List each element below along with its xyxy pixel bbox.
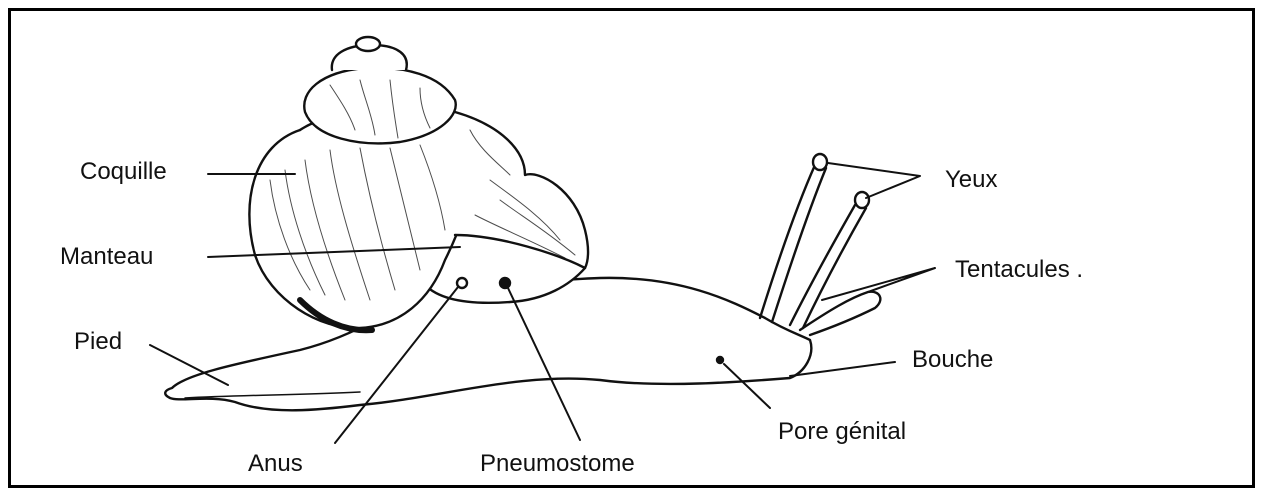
pneumostome-opening (500, 278, 510, 288)
label-anus: Anus (248, 452, 303, 476)
label-bouche: Bouche (912, 348, 993, 372)
pore-genital-leader (724, 364, 770, 408)
eye-2 (855, 192, 869, 208)
label-tentacules: Tentacules . (955, 258, 1083, 282)
foot-sole-line (185, 392, 360, 398)
ocular-tentacle-2 (790, 205, 866, 328)
label-pore-genital: Pore génital (778, 420, 906, 444)
label-pneumostome: Pneumostome (480, 452, 635, 476)
label-pied: Pied (74, 330, 122, 354)
genital-pore (717, 357, 723, 363)
yeux-leader (828, 163, 920, 198)
label-coquille: Coquille (80, 160, 167, 184)
shell-apex (356, 37, 380, 51)
lower-tentacle (800, 292, 880, 335)
shell-middle-whorl (304, 68, 456, 144)
label-yeux: Yeux (945, 168, 998, 192)
eye-1 (813, 154, 827, 170)
pneumostome-leader (508, 288, 580, 440)
label-manteau: Manteau (60, 245, 153, 269)
